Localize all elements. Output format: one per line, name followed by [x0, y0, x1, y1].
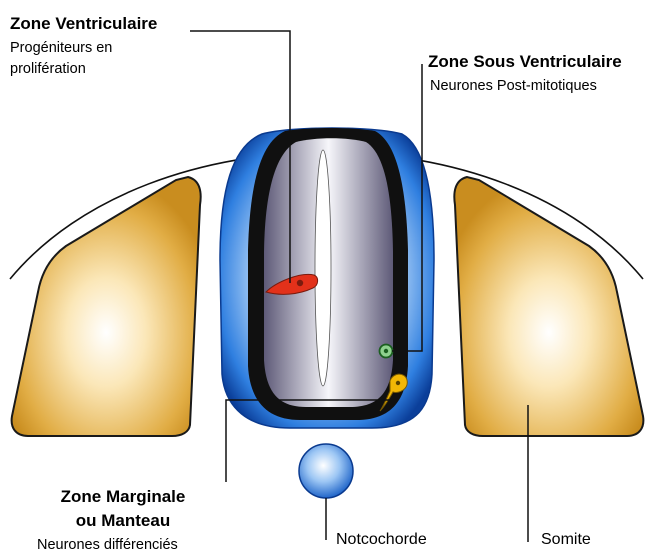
marginal-zone-desc: Neurones différenciés [37, 537, 178, 553]
ventricular-zone-title: Zone Ventriculaire [10, 14, 157, 34]
central-canal [315, 150, 331, 386]
marginal-zone-title-line2: ou Manteau [28, 511, 218, 531]
subventricular-zone-title: Zone Sous Ventriculaire [428, 52, 622, 72]
progenitor-nucleus-icon [297, 280, 303, 286]
differentiated-neuron-nucleus [396, 381, 400, 385]
marginal-zone-title-line1: Zone Marginale [28, 487, 218, 507]
somite-right [454, 177, 643, 436]
somite-left [12, 177, 201, 436]
ventricular-zone-desc-line1: Progéniteurs en [10, 40, 112, 56]
somite-label: Somite [541, 531, 591, 549]
subventricular-zone-desc: Neurones Post-mitotiques [430, 78, 597, 94]
postmitotic-neuron-nucleus [384, 349, 388, 353]
notochord-label: Notcochorde [336, 531, 427, 549]
ventricular-zone-desc-line2: prolifération [10, 61, 86, 77]
notochord [299, 444, 353, 498]
